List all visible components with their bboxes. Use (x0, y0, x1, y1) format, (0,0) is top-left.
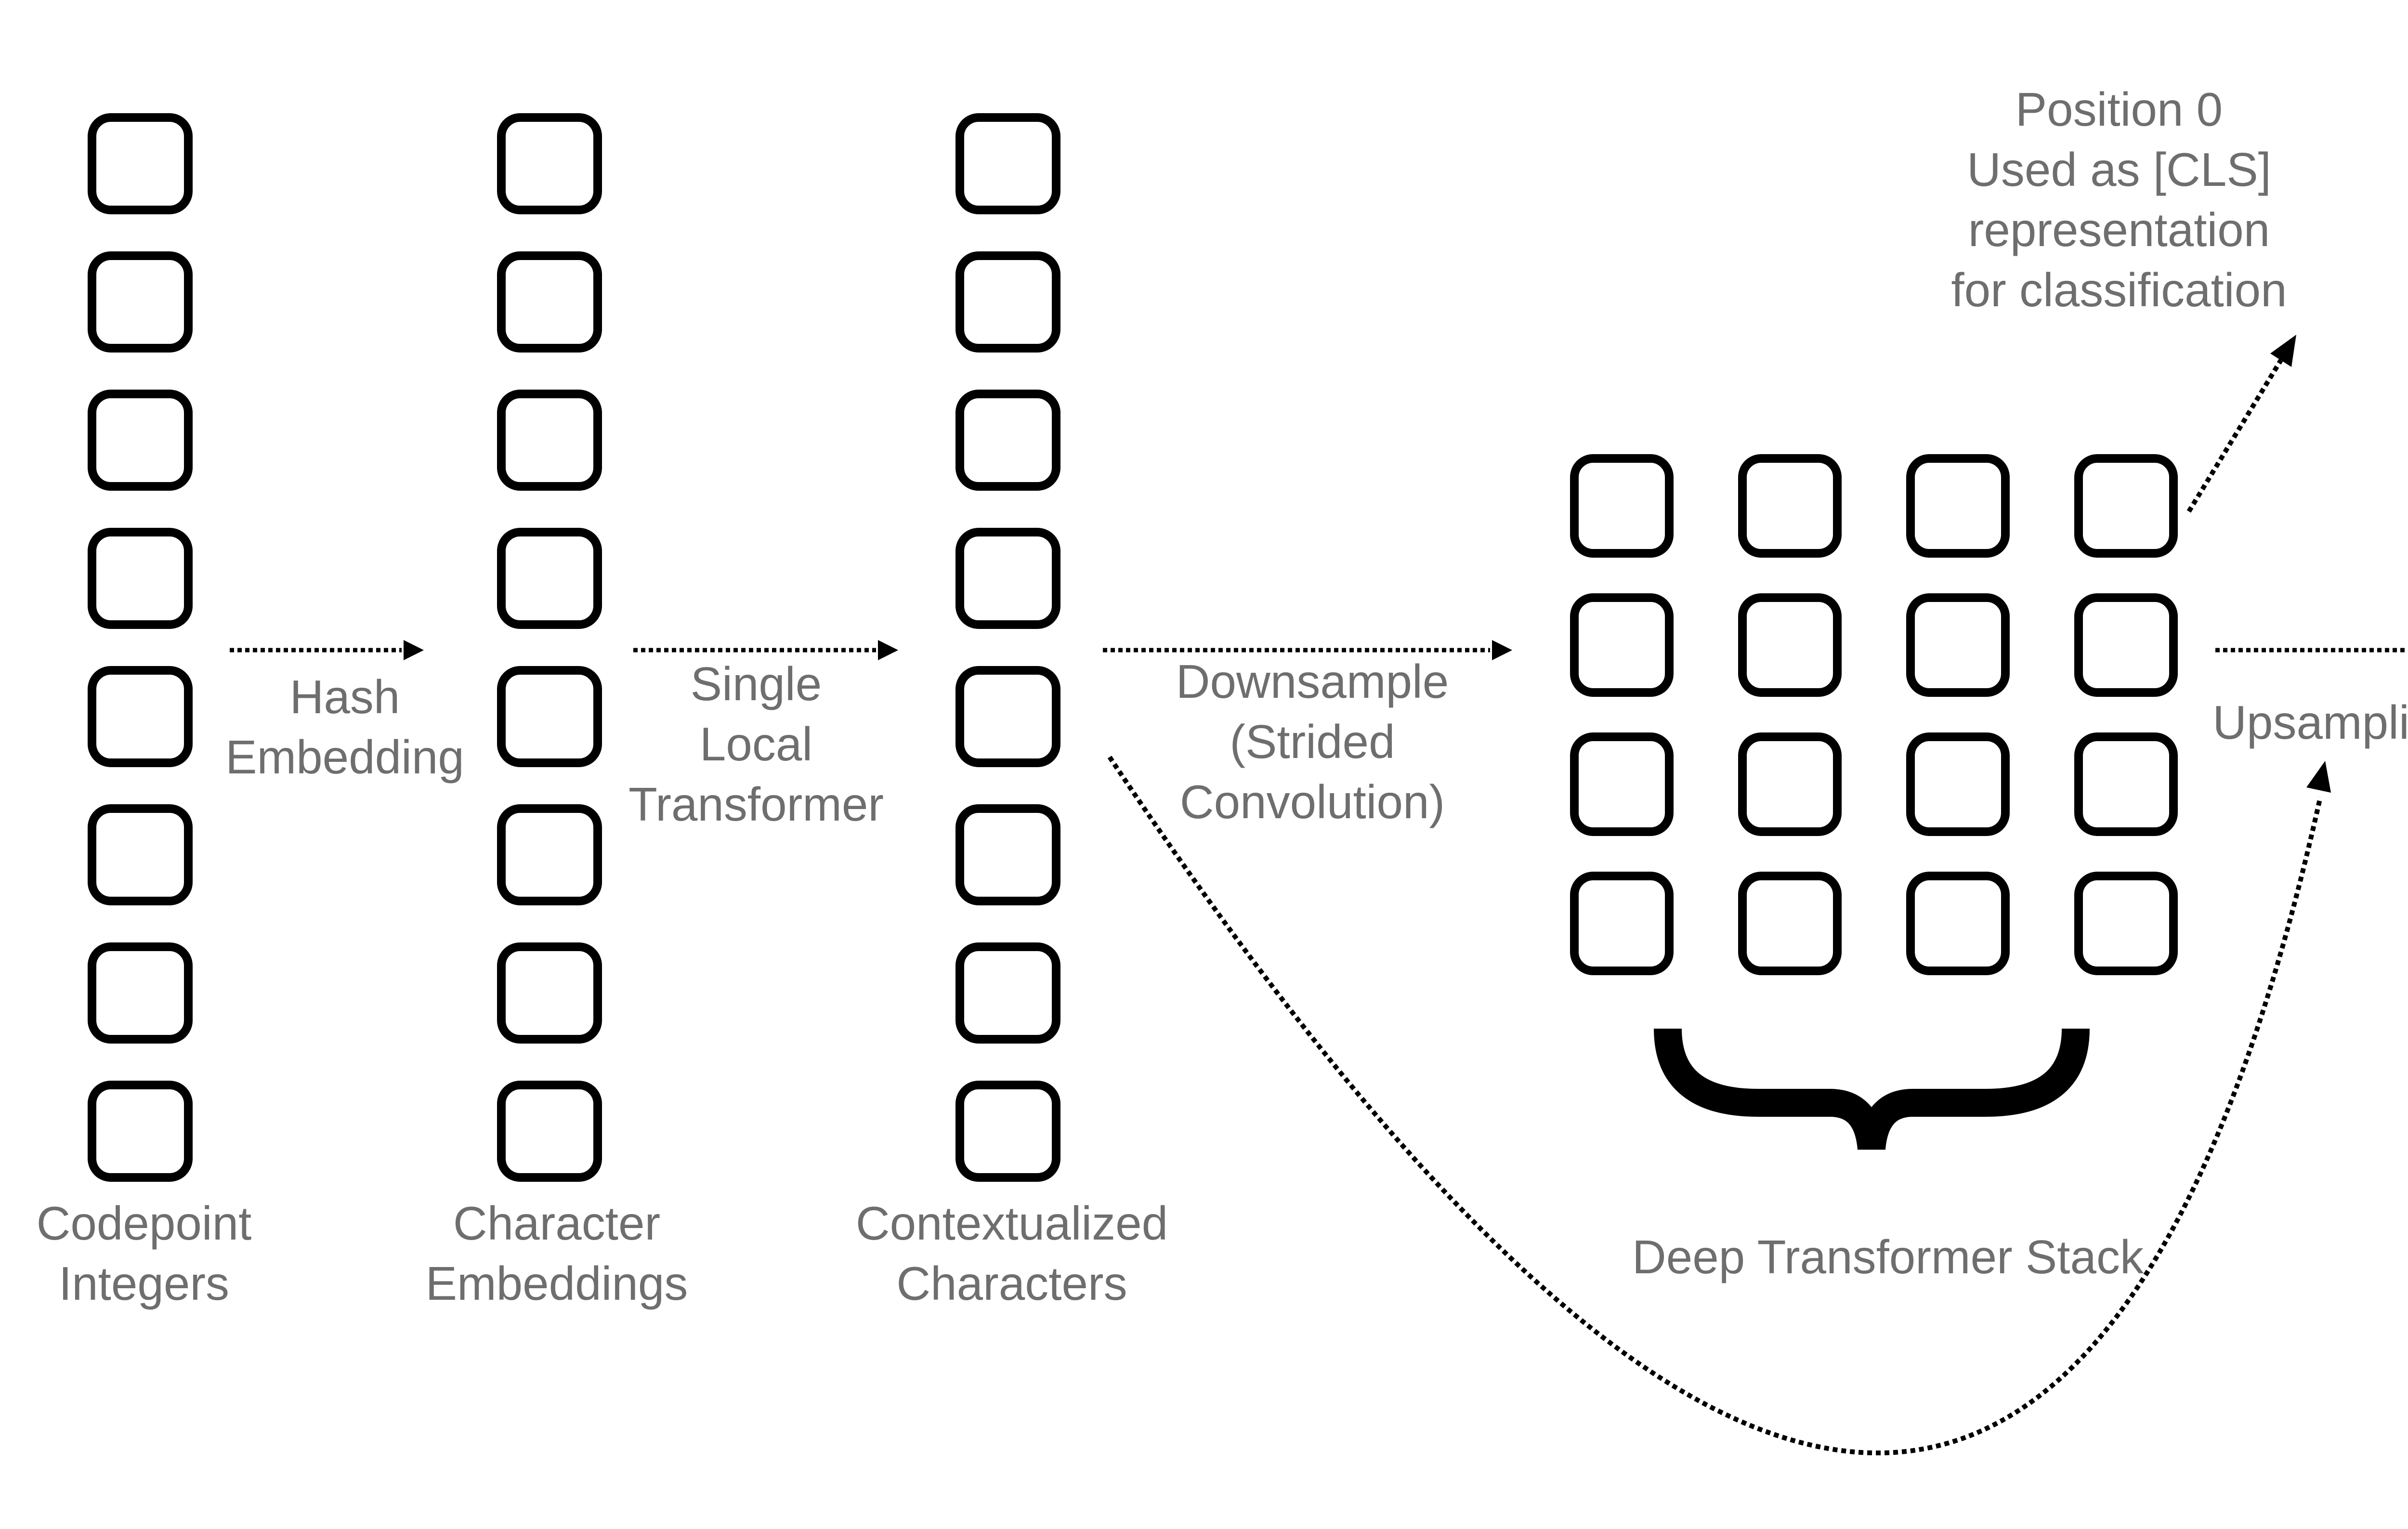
column-contextualized-characters (955, 113, 1060, 1182)
token-box (955, 251, 1060, 353)
contextualized-characters-label: Contextualized Characters (855, 1197, 1168, 1310)
stack-box (1570, 732, 1674, 836)
stack-box (2074, 593, 2178, 697)
token-box (955, 666, 1060, 767)
token-box (497, 666, 602, 767)
deep-transformer-stack-label: Deep Transformer Stack (1632, 1230, 2144, 1283)
cls-position0-arrow (2186, 335, 2296, 513)
token-box (497, 113, 602, 214)
token-box (497, 390, 602, 491)
stack-box (1738, 872, 1842, 975)
token-box (88, 1081, 193, 1182)
token-box (88, 390, 193, 491)
stack-box (2074, 872, 2178, 975)
single-local-transformer-label: Single Local Transformer (628, 657, 884, 831)
token-box (955, 804, 1060, 905)
stack-box (1906, 732, 2010, 836)
stack-box (2074, 732, 2178, 836)
hash-embedding-label: Hash Embedding (225, 670, 464, 784)
upsampling-label: Upsampling (2212, 696, 2408, 749)
stack-box (1738, 454, 1842, 558)
token-box (497, 251, 602, 353)
column-character-embeddings (497, 113, 602, 1182)
token-box (497, 942, 602, 1044)
codepoint-integers-label: Codepoint Integers (36, 1197, 252, 1310)
stack-box (1738, 593, 1842, 697)
upsampling-arrow (2215, 648, 2408, 653)
token-box (497, 528, 602, 629)
token-box (88, 666, 193, 767)
stack-box (2074, 454, 2178, 558)
stack-box (1906, 454, 2010, 558)
stack-box (1570, 593, 1674, 697)
downsample-label: Downsample (Strided Convolution) (1176, 655, 1449, 828)
stack-box (1906, 593, 2010, 697)
deep-transformer-stack-grid (1570, 454, 2178, 975)
column-codepoint-integers (88, 113, 193, 1182)
token-box (497, 1081, 602, 1182)
token-box (497, 804, 602, 905)
stack-box (1570, 872, 1674, 975)
token-box (955, 528, 1060, 629)
cls-position0-note: Position 0 Used as [CLS] representation … (1951, 83, 2287, 316)
stack-box (1570, 454, 1674, 558)
token-box (88, 251, 193, 353)
token-box (955, 390, 1060, 491)
character-embeddings-label: Character Embeddings (425, 1197, 688, 1310)
token-box (88, 113, 193, 214)
token-box (88, 804, 193, 905)
hash-embedding-arrow (230, 640, 424, 660)
stack-box (1906, 872, 2010, 975)
underbrace (1654, 1028, 2090, 1150)
token-box (955, 942, 1060, 1044)
token-box (88, 942, 193, 1044)
token-box (955, 1081, 1060, 1182)
stack-box (1738, 732, 1842, 836)
token-box (88, 528, 193, 629)
token-box (955, 113, 1060, 214)
